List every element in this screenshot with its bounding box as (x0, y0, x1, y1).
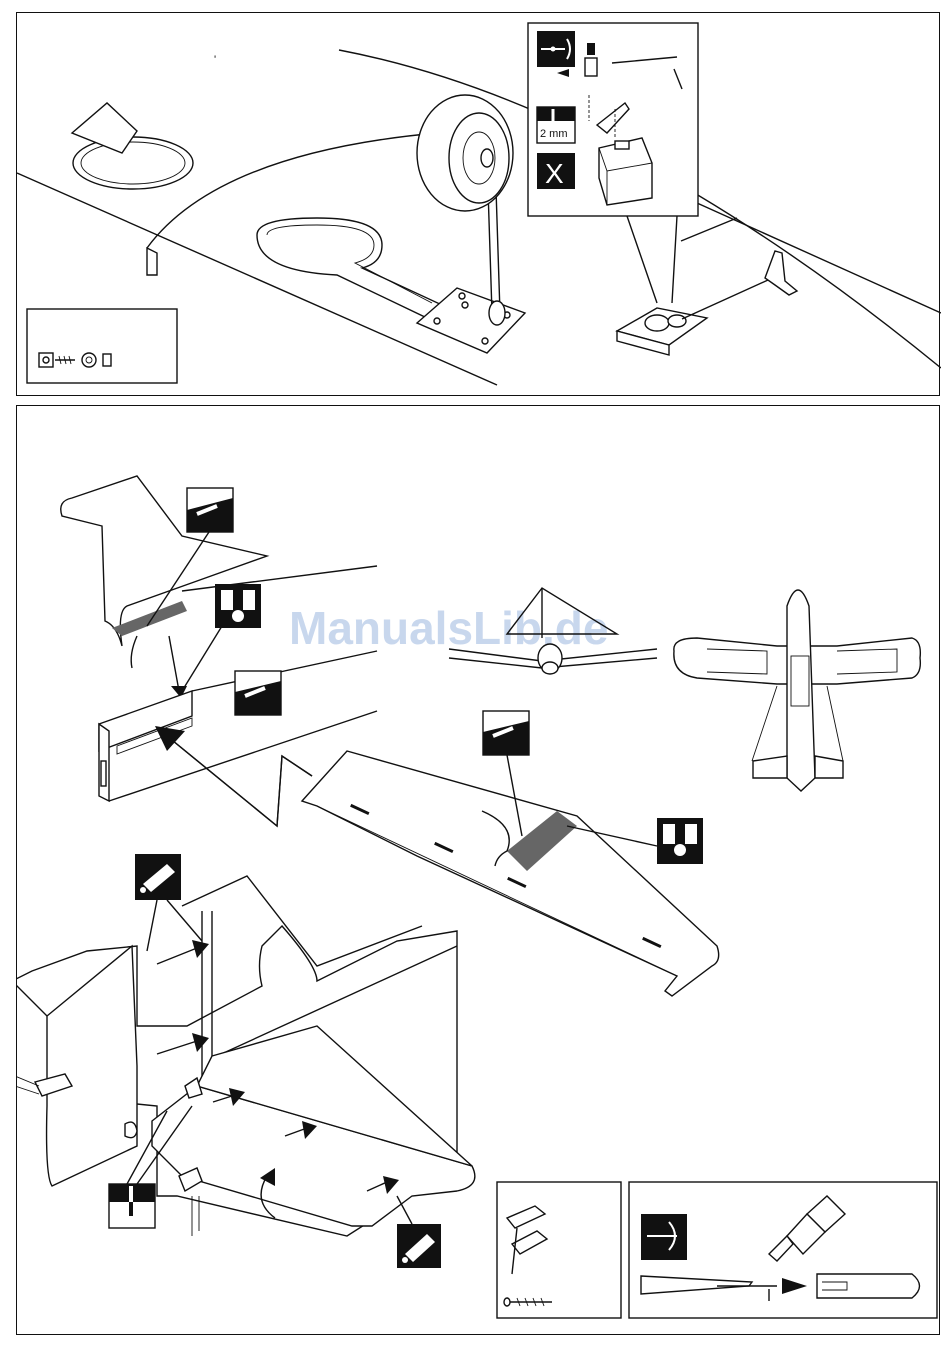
wing-root-tab (147, 248, 157, 275)
sanding-block-icon-2 (235, 671, 281, 715)
parts-box (27, 309, 177, 383)
servo-mark-icon: X (537, 153, 575, 189)
quick-link-icon (585, 58, 597, 76)
rotate-icon (641, 1214, 687, 1260)
sanded-area (112, 601, 187, 636)
watermark: ManualsLib.de (289, 602, 608, 654)
sanding-block-icon (187, 488, 233, 532)
servo-mark-label: X (545, 158, 564, 189)
airplane-top-view-icon (674, 590, 920, 791)
landing-gear-plate (417, 288, 525, 353)
top-panel-drawing: 2 mm X (17, 13, 941, 397)
clamp-icon-2 (657, 818, 703, 864)
aileron-edge (681, 218, 737, 241)
pushrod (682, 275, 779, 319)
bottom-instruction-panel: ManualsLib.de (16, 405, 940, 1335)
hinge-parts-box (497, 1182, 621, 1318)
drill-size-label: 2 mm (540, 128, 568, 140)
bottom-panel-drawing: ManualsLib.de (17, 406, 941, 1336)
nut-icon (103, 354, 111, 366)
washer-icon (82, 353, 96, 367)
fuselage-tail-block (99, 691, 192, 751)
svg-text:': ' (214, 54, 216, 66)
wheel-well-hole (73, 137, 193, 189)
clamp-icon (215, 584, 261, 628)
zigzag-arrow (167, 736, 312, 826)
callout-pointer (627, 216, 677, 303)
drill-icon (109, 1184, 155, 1228)
rod-receiver (817, 1274, 920, 1298)
landing-gear-slot (257, 218, 442, 318)
strut-piece (72, 103, 137, 153)
glue-bottle-icon (135, 854, 181, 900)
servo-arm-rotate-icon (537, 31, 575, 67)
control-horn-icon (765, 251, 797, 295)
sanding-block-icon-3 (483, 711, 529, 755)
glue-bottle-icon-2 (397, 1224, 441, 1268)
top-instruction-panel: 2 mm X (16, 12, 940, 396)
